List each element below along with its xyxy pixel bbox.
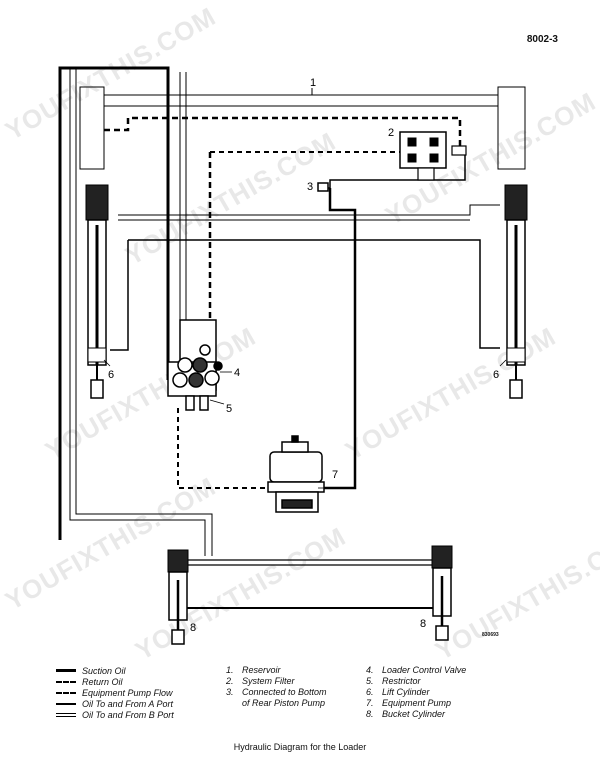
callout-4: 4 — [234, 367, 240, 379]
part-item: 6.Lift Cylinder — [366, 687, 430, 697]
suction-line — [58, 66, 170, 540]
callout-3: 3 — [307, 181, 313, 193]
callout-8-right: 8 — [420, 618, 426, 630]
parts-list-2: 4.Loader Control Valve 5.Restrictor 6.Li… — [366, 665, 466, 720]
lift-cylinder-left — [85, 184, 109, 399]
image-code: 830693 — [482, 632, 499, 638]
part-item: 8.Bucket Cylinder — [366, 709, 446, 719]
lift-cylinder-line-a — [118, 204, 500, 216]
part-item: 1.Reservoir — [226, 665, 281, 675]
loader-control-valve — [167, 319, 223, 411]
bucket-cylinder-right — [431, 545, 453, 641]
b-port-line-top — [69, 68, 206, 556]
part-item: 3.Connected to Bottom — [226, 687, 327, 697]
lift-cylinder-line-b — [110, 240, 129, 351]
b-port-swatch — [56, 712, 76, 717]
callout-6-right: 6 — [493, 369, 499, 381]
part-item: 5.Restrictor — [366, 676, 421, 686]
page-number: 8002-3 — [526, 34, 558, 45]
lift-cylinder-line-b2 — [128, 239, 500, 349]
connector-rear-pump — [317, 182, 329, 192]
callout-1: 1 — [310, 77, 316, 89]
return-swatch — [56, 680, 76, 683]
legend-item: Suction Oil — [56, 665, 174, 676]
reservoir-right-tank — [497, 86, 526, 170]
equipment-pump — [267, 435, 325, 513]
callout-8-left: 8 — [190, 622, 196, 634]
line-legend: Suction Oil Return Oil Equipment Pump Fl… — [56, 665, 174, 720]
pump-to-valve-line — [177, 408, 268, 489]
part-item: 2.System Filter — [226, 676, 295, 686]
system-filter — [399, 131, 467, 181]
callout-2: 2 — [388, 127, 394, 139]
reservoir-left-tank — [79, 86, 105, 170]
part-item: 7.Equipment Pump — [366, 698, 452, 708]
legend-item: Oil To and From A Port — [56, 698, 174, 709]
callout-6-left: 6 — [108, 369, 114, 381]
part-item: 4.Loader Control Valve — [366, 665, 467, 675]
suction-swatch — [56, 669, 76, 672]
callout-7: 7 — [332, 469, 338, 481]
part-item: of Rear Piston Pump — [242, 698, 326, 708]
callout-5: 5 — [226, 403, 232, 415]
b-port-line-top2 — [75, 68, 213, 556]
parts-list-1: 1.Reservoir 2.System Filter 3.Connected … — [226, 665, 327, 709]
pump-outlet-line — [322, 188, 357, 490]
a-port-swatch — [56, 702, 76, 705]
lift-cylinder-right — [504, 184, 528, 399]
legend-item: Return Oil — [56, 676, 174, 687]
pump-flow-swatch — [56, 691, 76, 694]
legend-item: Oil To and From B Port — [56, 709, 174, 720]
bucket-cylinder-left — [167, 549, 189, 645]
legend-item: Equipment Pump Flow — [56, 687, 174, 698]
figure-caption: Hydraulic Diagram for the Loader — [233, 742, 367, 752]
